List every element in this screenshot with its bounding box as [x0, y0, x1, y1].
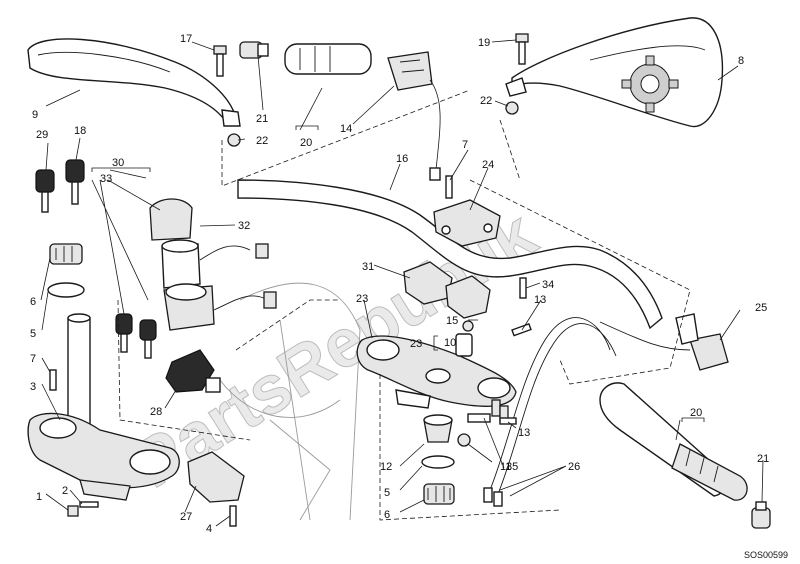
screw-13-top: [511, 322, 532, 337]
dash-center: [379, 374, 561, 521]
callout-30: 30: [112, 157, 124, 169]
ignition-wire: [213, 291, 277, 311]
key-mid-b: [139, 319, 157, 359]
screw-1: [67, 505, 79, 517]
bushing-10: [455, 333, 473, 357]
callout-25: 25: [755, 302, 767, 314]
gear-logo-icon: [621, 55, 679, 113]
callout-15: 15: [446, 315, 458, 327]
screw-2: [79, 501, 99, 508]
callout-34: 34: [542, 279, 554, 291]
riser-31: [403, 261, 491, 319]
screw-7-center: [445, 175, 453, 199]
bracket-20-bottom: [681, 417, 705, 422]
dash-mirror-right: [499, 119, 521, 181]
callout-6-left: 6: [30, 296, 36, 308]
callout-4: 4: [206, 523, 212, 535]
callout-2: 2: [62, 485, 68, 497]
bracket-23-10: [433, 335, 438, 351]
screw-13-bottom: [499, 417, 517, 425]
washer-5-left: [47, 282, 85, 298]
key-18: [65, 159, 85, 205]
callout-28: 28: [150, 406, 162, 418]
switch-left: [387, 51, 441, 181]
screw-4: [229, 505, 237, 527]
callout-labels: 9 8 17 19 21 21 22 22 20 20 14 16 7 24 2…: [30, 33, 788, 560]
callout-24: 24: [482, 159, 494, 171]
callout-35: 35: [506, 461, 518, 473]
callout-18: 18: [74, 125, 86, 137]
grip-top: [284, 43, 372, 75]
callout-9: 9: [32, 109, 38, 121]
callout-13-top: 13: [534, 294, 546, 306]
lower-triple-clamp: [27, 412, 180, 501]
callout-33: 33: [100, 173, 112, 185]
frame-ghost: [219, 282, 361, 521]
callout-31: 31: [362, 261, 374, 273]
callout-32: 32: [238, 220, 250, 232]
throttle-grip: [599, 382, 748, 501]
ignition-housing: [149, 198, 215, 331]
throttle-cables: [483, 317, 617, 507]
callout-20-bottom: 20: [690, 407, 702, 419]
callout-21-top: 21: [256, 113, 268, 125]
callout-19: 19: [478, 37, 490, 49]
key-mid-a: [115, 313, 133, 353]
callout-6-center: 6: [384, 509, 390, 521]
nut-6-left: [49, 243, 83, 265]
callout-5-center: 5: [384, 487, 390, 499]
callout-12: 12: [380, 461, 392, 473]
bracket-27: [187, 451, 245, 503]
bar-end-right: [751, 501, 771, 529]
callout-7-center: 7: [462, 139, 468, 151]
screw-35: [467, 413, 491, 423]
washer-11: [457, 433, 471, 447]
callout-11: 11: [500, 461, 511, 473]
callout-17: 17: [180, 33, 192, 45]
callout-14: 14: [340, 123, 352, 135]
callout-7-left: 7: [30, 353, 36, 365]
leader-lines: [40, 39, 764, 527]
wire-32: [199, 243, 269, 261]
callout-23-mid: 23: [410, 338, 422, 350]
steering-stem: [67, 313, 91, 429]
washer-15: [462, 320, 474, 332]
callout-22-left: 22: [256, 135, 268, 147]
right-mirror: [505, 17, 724, 128]
callout-5-left: 5: [30, 328, 36, 340]
cover-28: [165, 349, 221, 393]
callout-29: 29: [36, 129, 48, 141]
center-stack: [421, 414, 455, 505]
washer-22-right: [505, 101, 519, 115]
bar-end-top: [239, 41, 269, 59]
screw-17: [213, 45, 227, 77]
diagram-code: SOS00599: [744, 550, 788, 560]
screw-34: [519, 277, 527, 299]
bracket-20-top: [295, 125, 319, 130]
callout-22-right: 22: [480, 95, 492, 107]
screw-19: [515, 33, 529, 65]
clamp-24: [433, 199, 501, 247]
key-29: [35, 169, 55, 213]
callout-23-top: 23: [356, 293, 368, 305]
screw-7-left: [49, 369, 57, 391]
callout-21-bottom: 21: [757, 453, 769, 465]
callout-3: 3: [30, 381, 36, 393]
callout-10: 10: [444, 337, 456, 349]
top-triple-clamp: [356, 335, 517, 409]
callout-1: 1: [36, 491, 42, 503]
callout-27: 27: [180, 511, 192, 523]
callout-8: 8: [738, 55, 744, 67]
callout-26: 26: [568, 461, 580, 473]
callout-13-bottom: 13: [518, 427, 530, 439]
dash-left-assembly: [117, 299, 340, 441]
left-mirror: [27, 38, 241, 127]
switch-right: [599, 313, 729, 371]
handlebar-tube: [237, 179, 663, 330]
dash-right-bar: [469, 179, 691, 385]
callout-20-top: 20: [300, 137, 312, 149]
callout-16: 16: [396, 153, 408, 165]
bracket-30: [91, 167, 151, 172]
